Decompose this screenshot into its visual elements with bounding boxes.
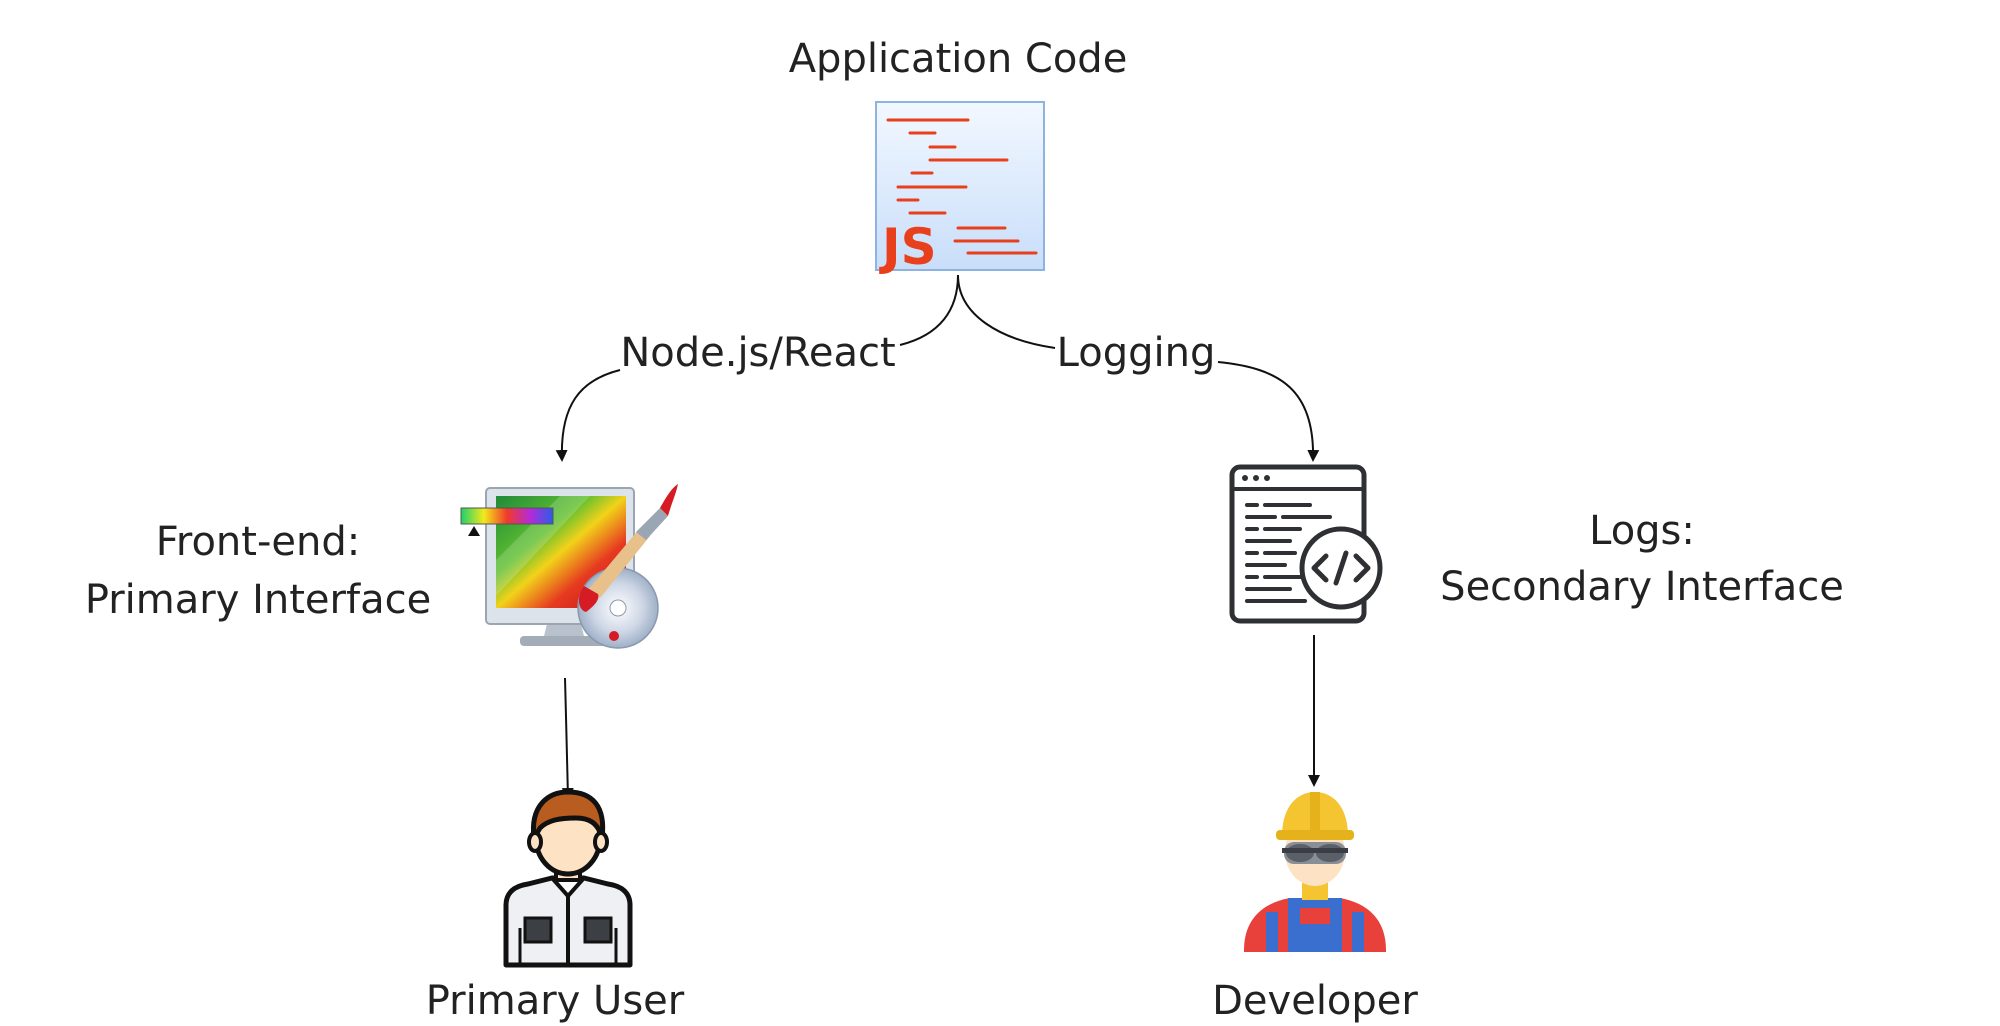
app-code-label: Application Code [789,36,1128,82]
developer-hardhat-icon [1244,792,1386,952]
connector-to-primary-user [561,677,574,800]
logs-label-line1: Logs: [1589,508,1695,554]
paint-monitor-icon [460,484,678,649]
frontend-label-line1: Front-end: [156,519,360,565]
logs-label-line2: Secondary Interface [1440,564,1844,610]
connector-to-frontend [555,274,959,462]
user-avatar-icon [503,789,633,968]
edge-label-nodejs-react: Node.js/React [620,330,895,376]
edge-label-logging: Logging [1057,330,1216,376]
frontend-label-line2: Primary Interface [85,577,431,623]
frontend-label: Front-end: Primary Interface [85,519,431,623]
developer-label: Developer [1212,978,1418,1024]
code-window-icon [1229,464,1383,624]
js-file-icon: JS [875,101,1045,276]
js-badge: JS [879,218,937,276]
primary-user-label: Primary User [426,978,685,1024]
logs-label: Logs: Secondary Interface [1440,508,1844,610]
connector-to-logs [957,274,1320,462]
